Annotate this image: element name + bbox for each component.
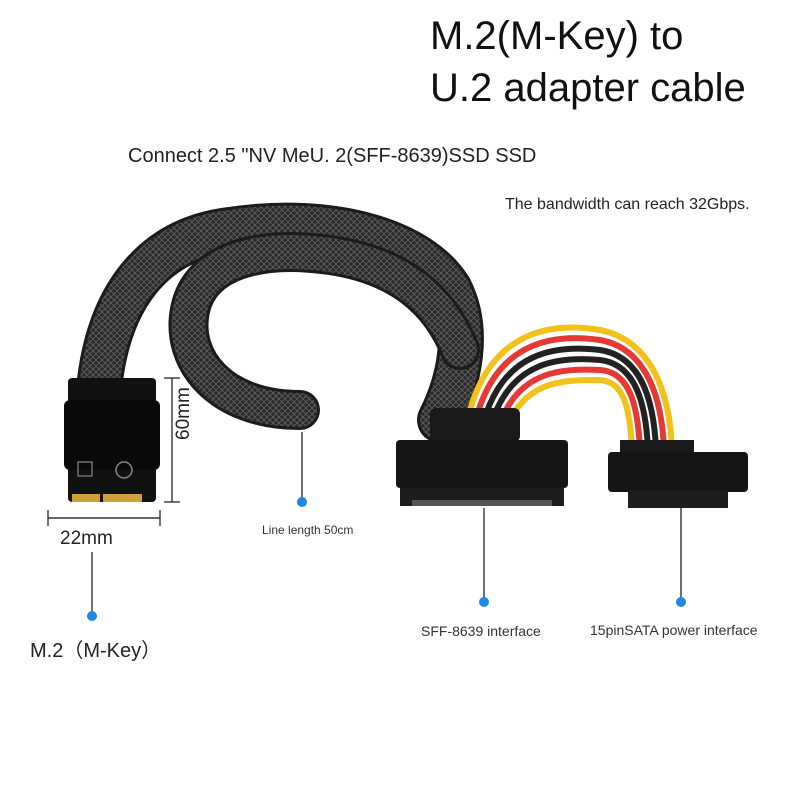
sata-power-connector — [608, 440, 748, 508]
callouts — [87, 432, 686, 621]
title-line-1: M.2(M-Key) to — [430, 14, 684, 58]
sff-interface-label: SFF-8639 interface — [421, 623, 541, 639]
m2-card — [64, 378, 160, 502]
sff-8639-connector — [396, 408, 568, 506]
title-line-2: U.2 adapter cable — [430, 66, 746, 110]
m2-label: M.2（M-Key） — [30, 640, 162, 662]
sata-power-label: 15pinSATA power interface — [590, 622, 758, 638]
dimension-width-label: 22mm — [60, 528, 113, 549]
callout-dot-cable — [297, 497, 307, 507]
title: M.2(M-Key) to U.2 adapter cable — [430, 10, 746, 114]
sata-wires — [467, 324, 675, 453]
line-length-label: Line length 50cm — [262, 523, 354, 537]
callout-dot-sata — [676, 597, 686, 607]
braided-cable — [77, 202, 484, 443]
bandwidth-note: The bandwidth can reach 32Gbps. — [505, 196, 750, 213]
callout-dot-m2 — [87, 611, 97, 621]
callout-dot-sff — [479, 597, 489, 607]
dimension-height-label: 60mm — [173, 387, 194, 440]
dimension-lines — [47, 377, 180, 526]
subtitle: Connect 2.5 "NV MeU. 2(SFF-8639)SSD SSD — [128, 145, 537, 167]
